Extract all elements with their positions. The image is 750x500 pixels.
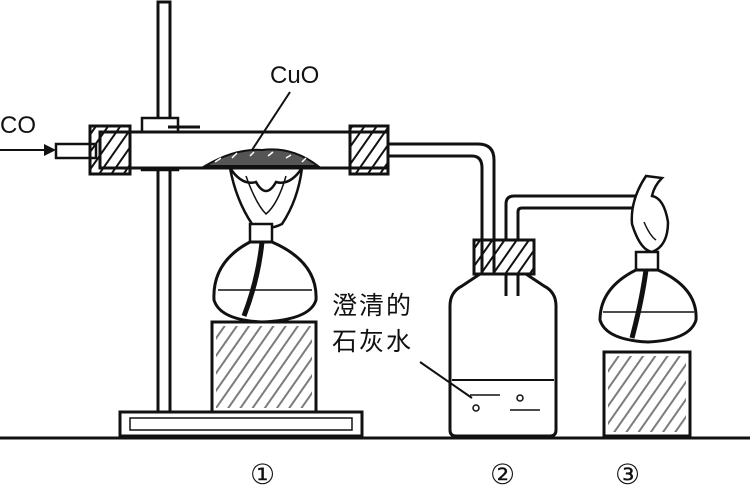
reaction-tube (88, 91, 390, 176)
apparatus-number-2: ② (490, 458, 516, 491)
cuo-label: CuO (270, 62, 320, 89)
limewater-label-line2: 石灰水 (332, 327, 414, 356)
apparatus-number-1: ① (250, 458, 276, 491)
co-label: CO (0, 112, 36, 139)
delivery-tube (388, 142, 496, 406)
apparatus-number-3: ③ (615, 458, 641, 491)
flame-1 (228, 167, 304, 230)
alcohol-lamp-3 (598, 174, 698, 438)
left-stopper (88, 124, 132, 176)
co-inlet (0, 142, 98, 160)
limewater-bottle (419, 194, 640, 438)
alcohol-lamp-1 (210, 222, 318, 414)
limewater-label-line1: 澄清的 (332, 291, 414, 320)
cuo-powder (201, 148, 321, 167)
right-stopper (348, 124, 390, 176)
